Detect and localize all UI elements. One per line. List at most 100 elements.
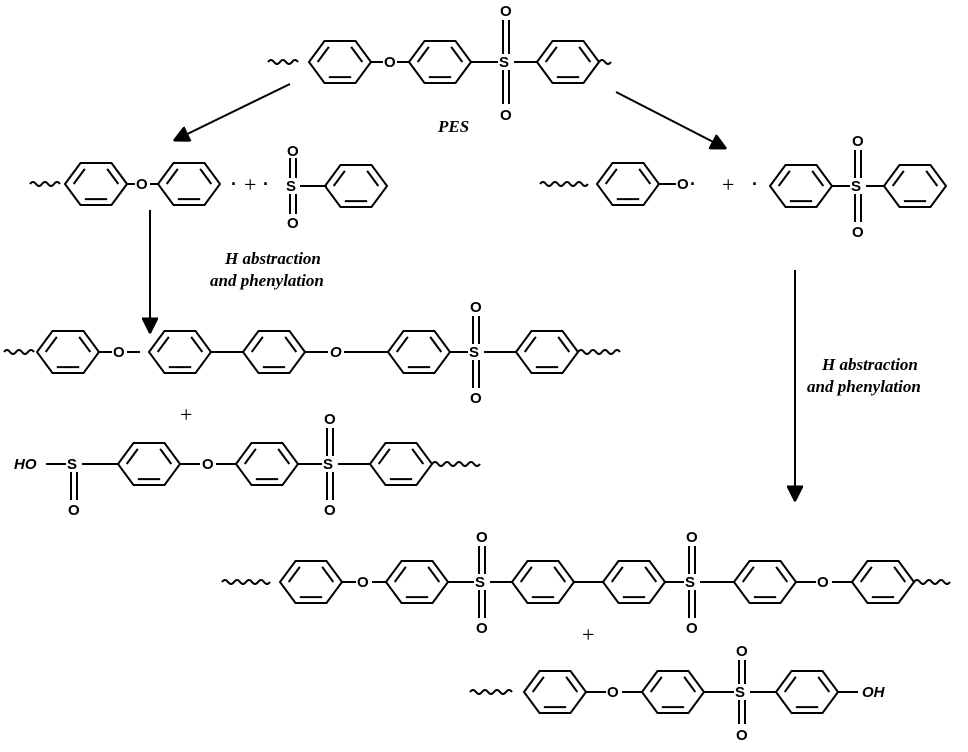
ring-double-bond	[427, 566, 441, 583]
oxygen-atom: O	[686, 529, 698, 546]
radical-dot: ·	[231, 174, 237, 194]
benzene-ring	[850, 560, 916, 604]
oxygen-atom: O	[384, 54, 396, 71]
ring-double-bond	[604, 168, 618, 185]
sulfur-atom: S	[469, 344, 479, 361]
plus-sign: +	[180, 402, 192, 427]
radical-dot: ·	[690, 174, 696, 194]
radical-dot: ·	[263, 174, 269, 194]
ring-double-bond	[519, 566, 533, 583]
plus-sign: +	[244, 172, 256, 197]
arrow-to-left-fragments	[175, 83, 291, 140]
ring-double-bond	[78, 336, 92, 353]
oxygen-atom: O	[476, 620, 488, 637]
hydroxyl-group: OH	[862, 684, 886, 701]
oxygen-atom: O	[470, 390, 482, 407]
ring-double-bond	[321, 566, 335, 583]
h-abstraction-label-right: H abstraction	[821, 355, 918, 374]
oxygen-atom: O	[476, 529, 488, 546]
ring-double-bond	[859, 566, 873, 583]
oxygen-atom: O	[324, 502, 336, 519]
benzene-ring	[368, 442, 434, 486]
oxygen-atom: O	[287, 215, 299, 232]
molecule-diphenyl-sulfone	[768, 150, 948, 222]
ring-double-bond	[644, 566, 658, 583]
oxygen-atom: O	[136, 176, 148, 193]
sulfur-atom: S	[475, 574, 485, 591]
phenylation-label-left: and phenylation	[210, 271, 324, 290]
radical-dot: ·	[752, 174, 758, 194]
benzene-ring	[116, 442, 182, 486]
ring-double-bond	[544, 46, 558, 63]
molecule-right-product-phenol	[469, 660, 858, 724]
ring-double-bond	[159, 448, 173, 465]
benzene-ring	[278, 560, 344, 604]
molecule-left-product-sulfinic-acid	[46, 428, 481, 500]
ring-double-bond	[411, 448, 425, 465]
oxygen-atom: O	[736, 727, 748, 744]
ring-double-bond	[553, 566, 567, 583]
hydroxyl-group: HO	[14, 456, 37, 473]
oxygen-atom: O	[287, 143, 299, 160]
pes-label: PES	[437, 117, 469, 136]
ring-double-bond	[893, 566, 907, 583]
ring-double-bond	[741, 566, 755, 583]
oxygen-atom: O	[736, 643, 748, 660]
ring-double-bond	[783, 676, 797, 693]
benzene-ring	[768, 164, 834, 208]
ring-double-bond	[44, 336, 58, 353]
plus-sign: +	[582, 622, 594, 647]
molecule-phenoxy-phenyl-radical	[29, 162, 222, 206]
ring-double-bond	[277, 448, 291, 465]
ring-outline	[882, 164, 948, 208]
ring-double-bond	[578, 46, 592, 63]
ring-double-bond	[377, 448, 391, 465]
ring-double-bond	[429, 336, 443, 353]
molecule-left-product-biphenyl	[3, 316, 621, 388]
benzene-ring	[323, 164, 389, 208]
oxygen-atom: O	[852, 224, 864, 241]
oxygen-atom: O	[470, 299, 482, 316]
ring-double-bond	[243, 448, 257, 465]
molecule-pes	[267, 20, 612, 104]
ring-outline	[323, 164, 389, 208]
ring-double-bond	[557, 336, 571, 353]
wavy-bond	[29, 181, 61, 187]
sulfur-atom: S	[851, 178, 861, 195]
ring-double-bond	[523, 336, 537, 353]
ring-double-bond	[106, 168, 120, 185]
wavy-bond	[598, 59, 612, 65]
benzene-ring	[241, 330, 307, 374]
benzene-ring	[732, 560, 798, 604]
benzene-ring	[601, 560, 667, 604]
ring-double-bond	[531, 676, 545, 693]
ring-double-bond	[332, 170, 346, 187]
ring-double-bond	[638, 168, 652, 185]
phenylation-label-right: and phenylation	[807, 377, 921, 396]
ring-double-bond	[610, 566, 624, 583]
oxygen-atom: O	[500, 107, 512, 124]
wavy-bond	[431, 461, 481, 467]
benzene-ring	[514, 330, 580, 374]
oxygen-atom: O	[202, 456, 214, 473]
oxygen-atom: O	[852, 133, 864, 150]
oxygen-atom: O	[113, 344, 125, 361]
benzene-ring	[774, 670, 840, 714]
oxygen-atom: O	[500, 3, 512, 20]
oxygen-atom: O	[324, 411, 336, 428]
ring-double-bond	[649, 676, 663, 693]
benzene-ring	[882, 164, 948, 208]
ring-double-bond	[450, 46, 464, 63]
ring-double-bond	[165, 168, 179, 185]
wavy-bond	[3, 349, 35, 355]
wavy-bond	[469, 689, 513, 695]
ring-outline	[156, 162, 222, 206]
molecule-phenylsulfonyl-radical	[289, 158, 389, 214]
molecule-phenoxy-radical	[539, 162, 676, 206]
ring-double-bond	[350, 46, 364, 63]
ring-double-bond	[287, 566, 301, 583]
ring-double-bond	[284, 336, 298, 353]
benzene-ring	[510, 560, 576, 604]
benzene-ring	[156, 162, 222, 206]
